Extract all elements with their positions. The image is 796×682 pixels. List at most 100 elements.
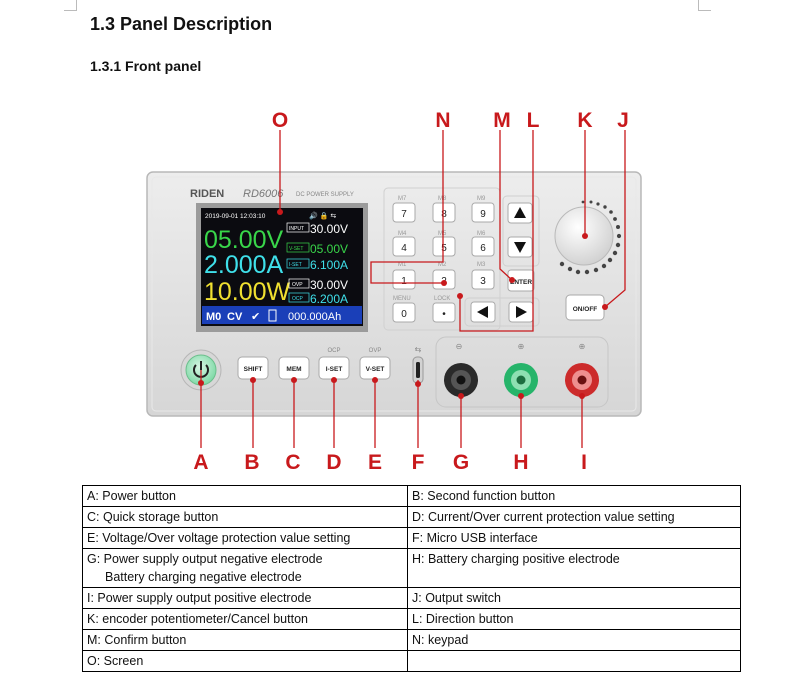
label-g: G xyxy=(453,451,469,474)
positive-symbol-icon: ⊕ xyxy=(579,342,586,351)
label-l: L xyxy=(527,109,540,132)
crop-mark-left xyxy=(64,0,77,11)
right-arrow-icon xyxy=(516,306,527,318)
screen-voltage: 05.00V xyxy=(204,226,284,254)
table-cell: C: Quick storage button xyxy=(82,506,408,528)
callout-lines xyxy=(200,130,626,448)
key-1 xyxy=(392,269,416,290)
onoff-label: ON/OFF xyxy=(573,306,598,313)
table-cell: M: Confirm button xyxy=(82,629,408,651)
table-row: I: Power supply output positive electrod… xyxy=(82,587,741,609)
screen-ovp-tag: OVP xyxy=(292,282,303,288)
label-c: C xyxy=(285,451,300,474)
table-cell: K: encoder potentiometer/Cancel button xyxy=(82,608,408,630)
encoder-knob-dots xyxy=(559,200,622,275)
negative-symbol-icon: ⊖ xyxy=(456,342,463,351)
table-cell: E: Voltage/Over voltage protection value… xyxy=(82,527,408,549)
screen-memory-status: M0 xyxy=(206,311,221,323)
svg-text:8: 8 xyxy=(441,209,447,220)
screen-status-bar xyxy=(202,306,362,324)
svg-text:6: 6 xyxy=(480,243,486,254)
crop-mark-right xyxy=(698,0,711,11)
screen-input-tag: INPUT xyxy=(289,226,304,232)
svg-text:9: 9 xyxy=(480,209,486,220)
enter-button xyxy=(507,269,535,292)
label-j: J xyxy=(617,109,629,132)
screen-power: 10.00W xyxy=(204,278,291,306)
screen-status-icons: 🔊 🔒 ⇆ xyxy=(309,211,336,220)
key-m2-label: M2 xyxy=(438,262,447,268)
battery-symbol-icon: ⊕ xyxy=(518,342,525,351)
screen-datetime: 2019-09-01 12:03:10 xyxy=(205,213,266,220)
ocp-label: OCP xyxy=(327,348,340,354)
label-k: K xyxy=(577,109,592,132)
ovp-label: OVP xyxy=(369,348,382,354)
svg-text:0: 0 xyxy=(401,309,407,320)
keypad xyxy=(392,202,495,323)
usb-icon: ⇆ xyxy=(415,345,422,354)
screen-vset-tag: V-SET xyxy=(289,246,303,252)
table-row: C: Quick storage button D: Current/Over … xyxy=(82,506,741,528)
table-cell: D: Current/Over current protection value… xyxy=(407,506,741,528)
label-h: H xyxy=(513,451,528,474)
screen-capacity: 000.000Ah xyxy=(288,311,341,323)
label-f: F xyxy=(412,451,425,474)
svg-text:V-SET: V-SET xyxy=(366,366,385,373)
screen-ocp-value: 6.200A xyxy=(310,292,348,306)
model-label: RD6006 xyxy=(243,188,284,200)
key-lock-label: LOCK xyxy=(434,296,450,302)
key-m1-label: M1 xyxy=(398,262,407,268)
left-arrow-icon xyxy=(477,306,488,318)
section-heading: 1.3 Panel Description xyxy=(90,14,273,34)
screen-input-value: 30.00V xyxy=(310,222,348,236)
svg-text:7: 7 xyxy=(401,209,407,220)
model-sub-label: DC POWER SUPPLY xyxy=(296,192,354,198)
label-b: B xyxy=(244,451,259,474)
key-m3-label: M3 xyxy=(477,262,486,268)
svg-text:•: • xyxy=(442,309,446,320)
table-cell: F: Micro USB interface xyxy=(407,527,741,549)
label-a: A xyxy=(193,451,208,474)
table-row: G: Power supply output negative electrod… xyxy=(82,548,741,588)
key-5 xyxy=(432,236,456,257)
table-cell: G: Power supply output negative electrod… xyxy=(82,548,408,588)
screen-current: 2.000A xyxy=(204,251,284,279)
screen-vset-value: 05.00V xyxy=(310,242,348,256)
svg-text:MEM: MEM xyxy=(286,366,301,373)
screen-battery-icon xyxy=(268,309,277,322)
table-cell: O: Screen xyxy=(82,650,408,672)
label-m: M xyxy=(493,109,511,132)
key-m9-label: M9 xyxy=(477,196,486,202)
key-3 xyxy=(471,269,495,290)
up-arrow-icon xyxy=(514,207,526,218)
key-8 xyxy=(432,202,456,223)
table-cell-line: G: Power supply output negative electrod… xyxy=(87,552,323,566)
table-row: E: Voltage/Over voltage protection value… xyxy=(82,527,741,549)
callout-dots xyxy=(198,209,608,399)
svg-text:4: 4 xyxy=(401,243,407,254)
key-m6-label: M6 xyxy=(477,231,486,237)
table-cell: J: Output switch xyxy=(407,587,741,609)
table-row: K: encoder potentiometer/Cancel button L… xyxy=(82,608,741,630)
label-i: I xyxy=(581,451,587,474)
table-cell: B: Second function button xyxy=(407,485,741,507)
table-cell: N: keypad xyxy=(407,629,741,651)
table-cell: H: Battery charging positive electrode xyxy=(407,548,741,588)
label-e: E xyxy=(368,451,382,474)
key-0 xyxy=(392,302,416,323)
svg-text:5: 5 xyxy=(441,243,447,254)
key-6 xyxy=(471,236,495,257)
svg-text:SHIFT: SHIFT xyxy=(244,366,263,373)
screen-iset-tag: I-SET xyxy=(289,262,302,268)
table-cell: I: Power supply output positive electrod… xyxy=(82,587,408,609)
key-m4-label: M4 xyxy=(398,231,407,237)
table-cell xyxy=(407,650,741,672)
table-row: M: Confirm button N: keypad xyxy=(82,629,741,651)
label-d: D xyxy=(326,451,341,474)
key-4 xyxy=(392,236,416,257)
label-o: O xyxy=(272,109,288,132)
screen-ovp-value: 30.00V xyxy=(310,278,348,292)
screen-check-icon: ✔ xyxy=(251,311,260,323)
key-9 xyxy=(471,202,495,223)
table-row: A: Power button B: Second function butto… xyxy=(82,485,741,507)
